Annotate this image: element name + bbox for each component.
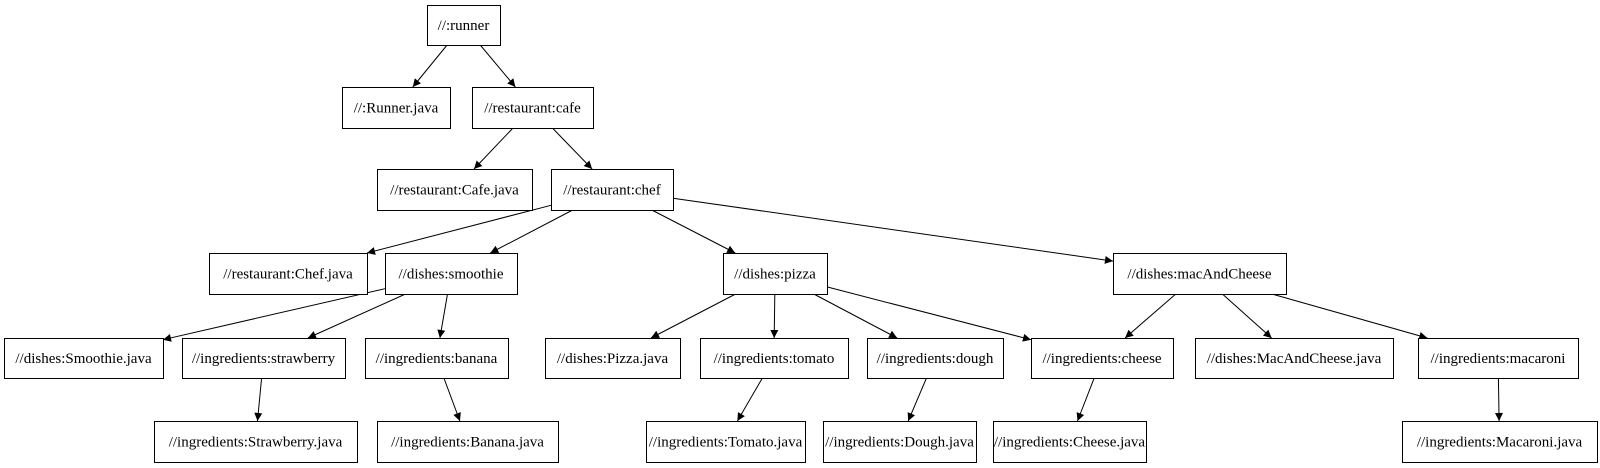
node-box-dough bbox=[867, 338, 1004, 379]
node-box-macaroni-java bbox=[1402, 421, 1598, 463]
node-box-cheese-java bbox=[993, 421, 1147, 463]
nodes-layer: //:runner //:Runner.java //restaurant:cafe… bbox=[4, 5, 1598, 463]
graph-edge-chef-to-pizza bbox=[651, 209, 736, 254]
node-box-cafe-java bbox=[377, 169, 533, 211]
graph-node-runner: //:runner bbox=[427, 5, 501, 46]
node-box-chef-java bbox=[209, 253, 368, 295]
node-label-strawberry-java: //ingredients:Strawberry.java bbox=[169, 435, 343, 451]
graph-node-smoothie-java: //dishes:Smoothie.java bbox=[4, 338, 164, 379]
graph-node-cafe: //restaurant:cafe bbox=[472, 87, 594, 129]
node-box-cafe bbox=[472, 87, 594, 129]
node-label-cheese: //ingredients:cheese bbox=[1042, 351, 1161, 367]
graph-edge-pizza-to-cheese bbox=[826, 286, 1032, 342]
graph-node-macaroni: //ingredients:macaroni bbox=[1418, 338, 1579, 379]
node-box-cheese bbox=[1031, 338, 1174, 379]
node-box-strawberry bbox=[182, 338, 346, 379]
graph-edge-pizza-to-dough bbox=[813, 293, 898, 339]
graph-edge-cafe-to-cafe-java bbox=[473, 127, 514, 170]
graph-node-cheese-java: //ingredients:Cheese.java bbox=[993, 421, 1147, 463]
graph-edge-pizza-to-pizza-java bbox=[650, 293, 736, 339]
node-label-cafe: //restaurant:cafe bbox=[484, 101, 581, 117]
node-label-chef: //restaurant:chef bbox=[563, 183, 660, 199]
node-label-chef-java: //restaurant:Chef.java bbox=[223, 267, 353, 283]
node-label-mac-and-cheese: //dishes:macAndCheese bbox=[1127, 267, 1271, 283]
graph-edge-smoothie-to-banana bbox=[437, 293, 448, 339]
graph-node-tomato: //ingredients:tomato bbox=[700, 338, 849, 379]
node-box-mac-and-cheese bbox=[1113, 253, 1287, 295]
graph-edge-chef-to-mac-and-cheese bbox=[672, 197, 1114, 264]
graph-node-chef-java: //restaurant:Chef.java bbox=[209, 253, 368, 295]
node-box-banana bbox=[365, 338, 509, 379]
graph-node-smoothie: //dishes:smoothie bbox=[385, 253, 518, 295]
graph-edge-smoothie-to-strawberry bbox=[307, 293, 406, 339]
graph-node-mac-and-cheese: //dishes:macAndCheese bbox=[1113, 253, 1287, 295]
graph-node-macaroni-java: //ingredients:Macaroni.java bbox=[1402, 421, 1598, 463]
edges-layer bbox=[162, 44, 1503, 422]
node-label-banana: //ingredients:banana bbox=[376, 351, 498, 367]
graph-edge-strawberry-to-strawberry-java bbox=[254, 377, 263, 422]
node-box-macaroni bbox=[1418, 338, 1579, 379]
graph-node-strawberry: //ingredients:strawberry bbox=[182, 338, 346, 379]
graph-edge-mac-and-cheese-to-macaroni bbox=[1271, 293, 1428, 340]
graph-edge-smoothie-to-smoothie-java bbox=[162, 288, 386, 342]
node-box-strawberry-java bbox=[154, 421, 358, 463]
graph-edge-tomato-to-tomato-java bbox=[736, 377, 763, 422]
graph-edge-chef-to-chef-java bbox=[366, 204, 552, 255]
graph-node-cafe-java: //restaurant:Cafe.java bbox=[377, 169, 533, 211]
graph-edge-macaroni-to-macaroni-java bbox=[1494, 377, 1503, 422]
node-label-pizza-java: //dishes:Pizza.java bbox=[557, 351, 669, 367]
node-label-tomato-java: //ingredients:Tomato.java bbox=[649, 435, 803, 451]
node-box-banana-java bbox=[377, 421, 559, 463]
node-label-dough-java: //ingredients:Dough.java bbox=[825, 435, 974, 451]
graph-edge-cheese-to-cheese-java bbox=[1076, 377, 1095, 422]
node-label-runner-java: //:Runner.java bbox=[354, 101, 439, 117]
graph-node-banana: //ingredients:banana bbox=[365, 338, 509, 379]
graph-node-dough-java: //ingredients:Dough.java bbox=[823, 421, 977, 463]
graph-edge-pizza-to-tomato bbox=[770, 293, 779, 339]
graph-node-cheese: //ingredients:cheese bbox=[1031, 338, 1174, 379]
node-label-mac-and-cheese-java: //dishes:MacAndCheese.java bbox=[1207, 351, 1382, 367]
graph-node-pizza-java: //dishes:Pizza.java bbox=[545, 338, 681, 379]
node-label-cheese-java: //ingredients:Cheese.java bbox=[994, 435, 1146, 451]
node-label-strawberry: //ingredients:strawberry bbox=[192, 351, 336, 367]
graph-edge-mac-and-cheese-to-mac-and-cheese-java bbox=[1222, 293, 1272, 339]
graph-node-dough: //ingredients:dough bbox=[867, 338, 1004, 379]
node-label-macaroni-java: //ingredients:Macaroni.java bbox=[1417, 435, 1583, 451]
graph-node-strawberry-java: //ingredients:Strawberry.java bbox=[154, 421, 358, 463]
node-box-smoothie bbox=[385, 253, 518, 295]
graph-edge-cafe-to-chef bbox=[552, 127, 593, 170]
node-box-tomato-java bbox=[646, 421, 806, 463]
node-label-smoothie: //dishes:smoothie bbox=[399, 267, 504, 283]
node-label-runner: //:runner bbox=[438, 18, 490, 34]
node-label-cafe-java: //restaurant:Cafe.java bbox=[390, 183, 519, 199]
node-box-pizza-java bbox=[545, 338, 681, 379]
node-label-tomato: //ingredients:tomato bbox=[714, 351, 835, 367]
node-label-dough: //ingredients:dough bbox=[877, 351, 994, 367]
node-box-dough-java bbox=[823, 421, 977, 463]
node-box-chef bbox=[551, 169, 674, 211]
graph-node-mac-and-cheese-java: //dishes:MacAndCheese.java bbox=[1195, 338, 1394, 379]
node-label-macaroni: //ingredients:macaroni bbox=[1431, 351, 1566, 367]
graph-edge-banana-to-banana-java bbox=[443, 377, 461, 422]
graph-node-tomato-java: //ingredients:Tomato.java bbox=[646, 421, 806, 463]
node-box-runner-java bbox=[342, 87, 451, 129]
graph-edge-chef-to-smoothie bbox=[490, 209, 573, 254]
graph-node-pizza: //dishes:pizza bbox=[723, 253, 828, 295]
node-box-pizza bbox=[723, 253, 828, 295]
node-box-smoothie-java bbox=[4, 338, 164, 379]
node-label-smoothie-java: //dishes:Smoothie.java bbox=[15, 351, 152, 367]
graph-edge-dough-to-dough-java bbox=[907, 377, 927, 422]
node-box-runner bbox=[427, 5, 501, 46]
graph-node-banana-java: //ingredients:Banana.java bbox=[377, 421, 559, 463]
graph-node-runner-java: //:Runner.java bbox=[342, 87, 451, 129]
graph-edge-runner-to-runner-java bbox=[412, 44, 448, 88]
graph-node-chef: //restaurant:chef bbox=[551, 169, 674, 211]
graph-edge-mac-and-cheese-to-cheese bbox=[1124, 293, 1177, 339]
node-box-tomato bbox=[700, 338, 849, 379]
node-box-mac-and-cheese-java bbox=[1195, 338, 1394, 379]
node-label-banana-java: //ingredients:Banana.java bbox=[391, 435, 544, 451]
node-label-pizza: //dishes:pizza bbox=[734, 267, 816, 283]
graph-edge-runner-to-cafe bbox=[479, 44, 516, 88]
